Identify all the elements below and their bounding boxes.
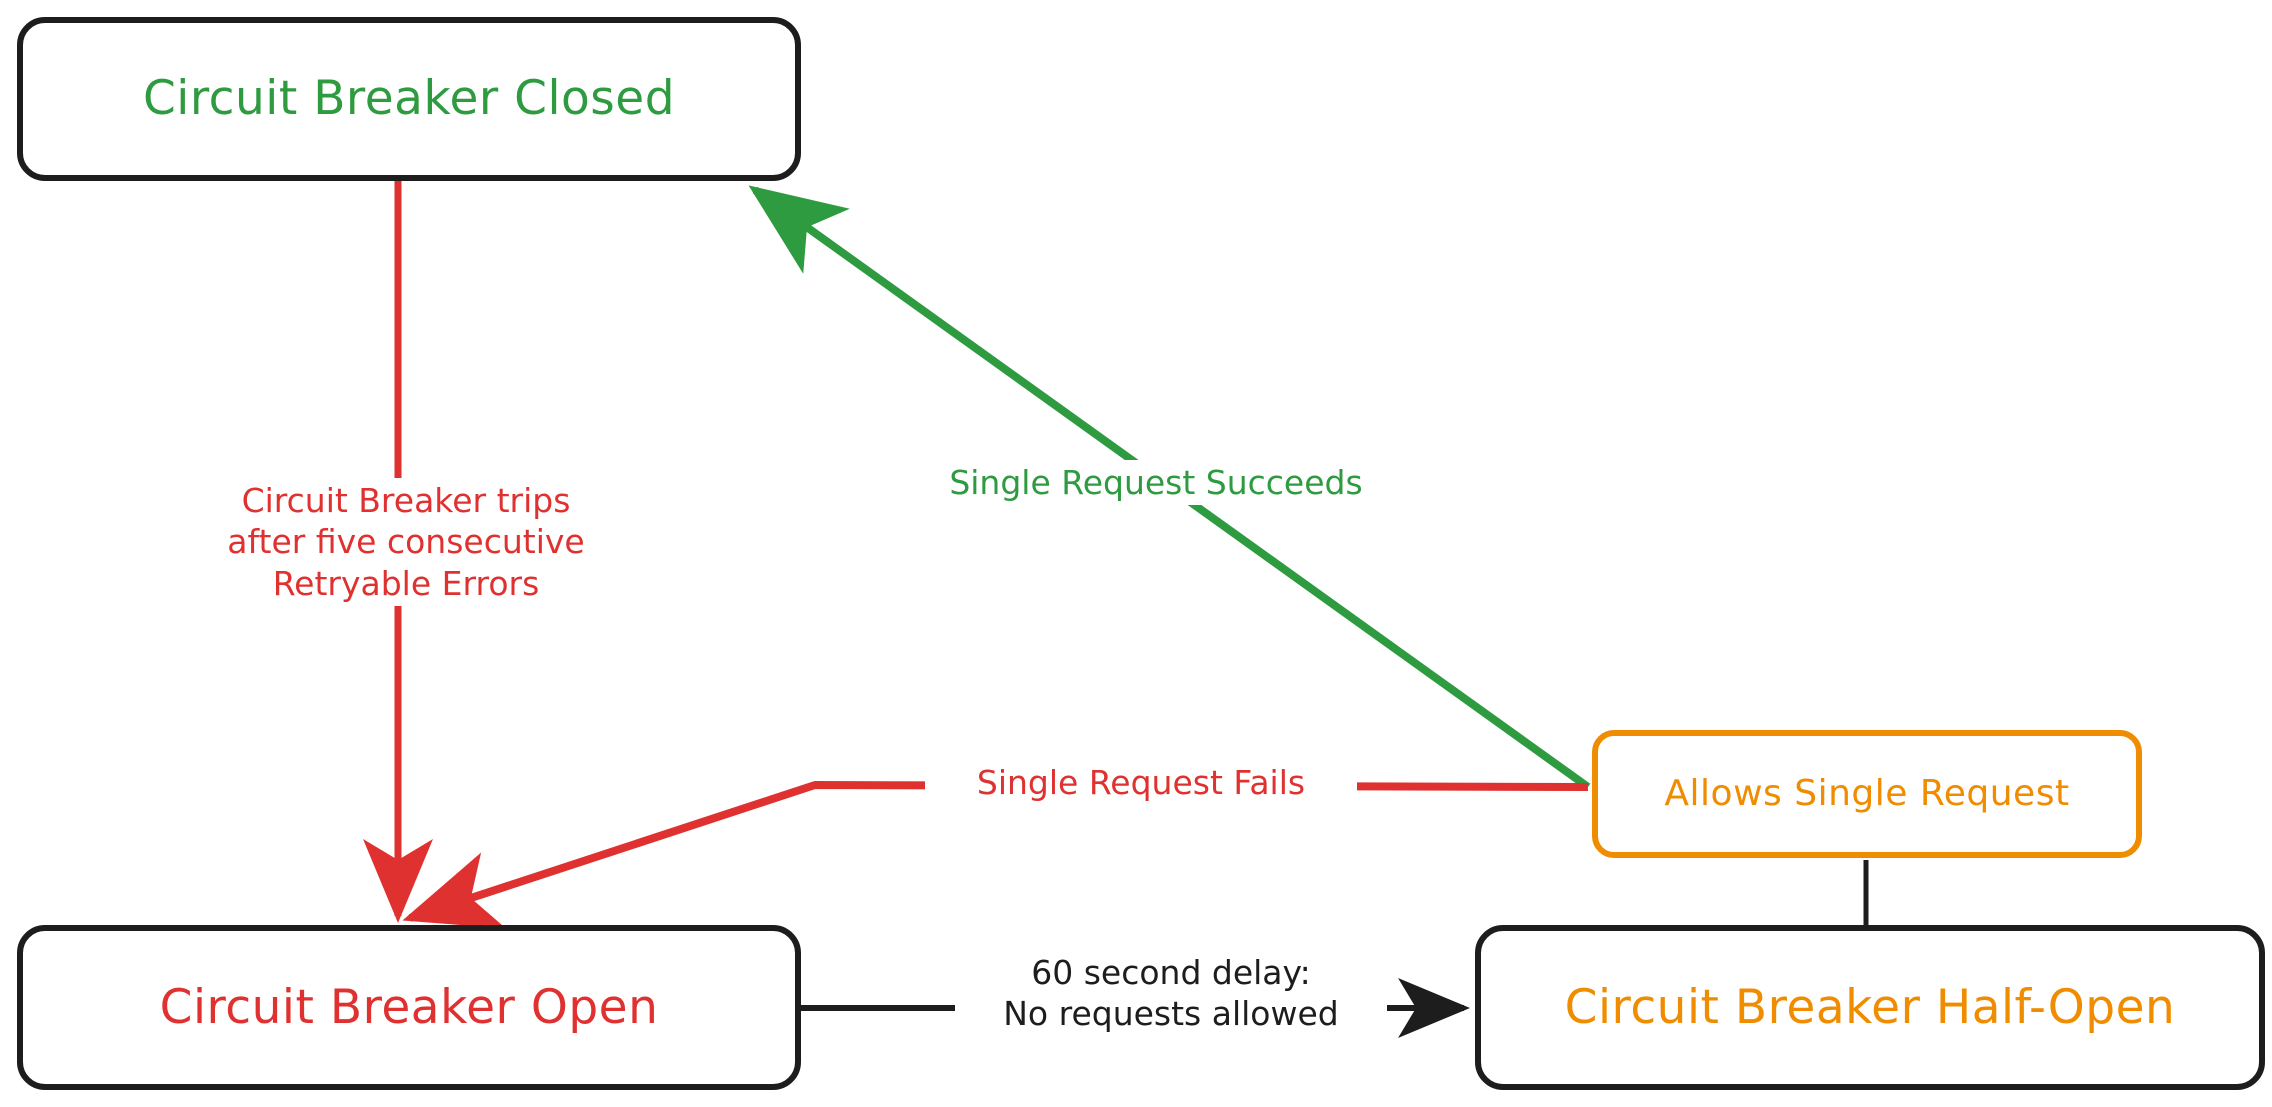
node-circuit-breaker-open-label: Circuit Breaker Open xyxy=(159,979,659,1035)
node-allows-single-request-label: Allows Single Request xyxy=(1664,773,2070,815)
node-circuit-breaker-open[interactable]: Circuit Breaker Open xyxy=(17,925,801,1090)
edge-label-circuit-breaker-trips: Circuit Breaker trips after five consecu… xyxy=(185,478,627,606)
node-circuit-breaker-closed-label: Circuit Breaker Closed xyxy=(142,71,676,127)
edge-label-single-request-succeeds: Single Request Succeeds xyxy=(900,460,1412,506)
edge-label-single-request-fails: Single Request Fails xyxy=(925,760,1357,806)
node-circuit-breaker-closed[interactable]: Circuit Breaker Closed xyxy=(17,17,801,181)
node-allows-single-request[interactable]: Allows Single Request xyxy=(1592,730,2142,858)
node-circuit-breaker-half-open[interactable]: Circuit Breaker Half-Open xyxy=(1475,925,2265,1090)
node-circuit-breaker-half-open-label: Circuit Breaker Half-Open xyxy=(1564,979,2176,1035)
edge-label-sixty-second-delay: 60 second delay: No requests allowed xyxy=(955,950,1387,1037)
